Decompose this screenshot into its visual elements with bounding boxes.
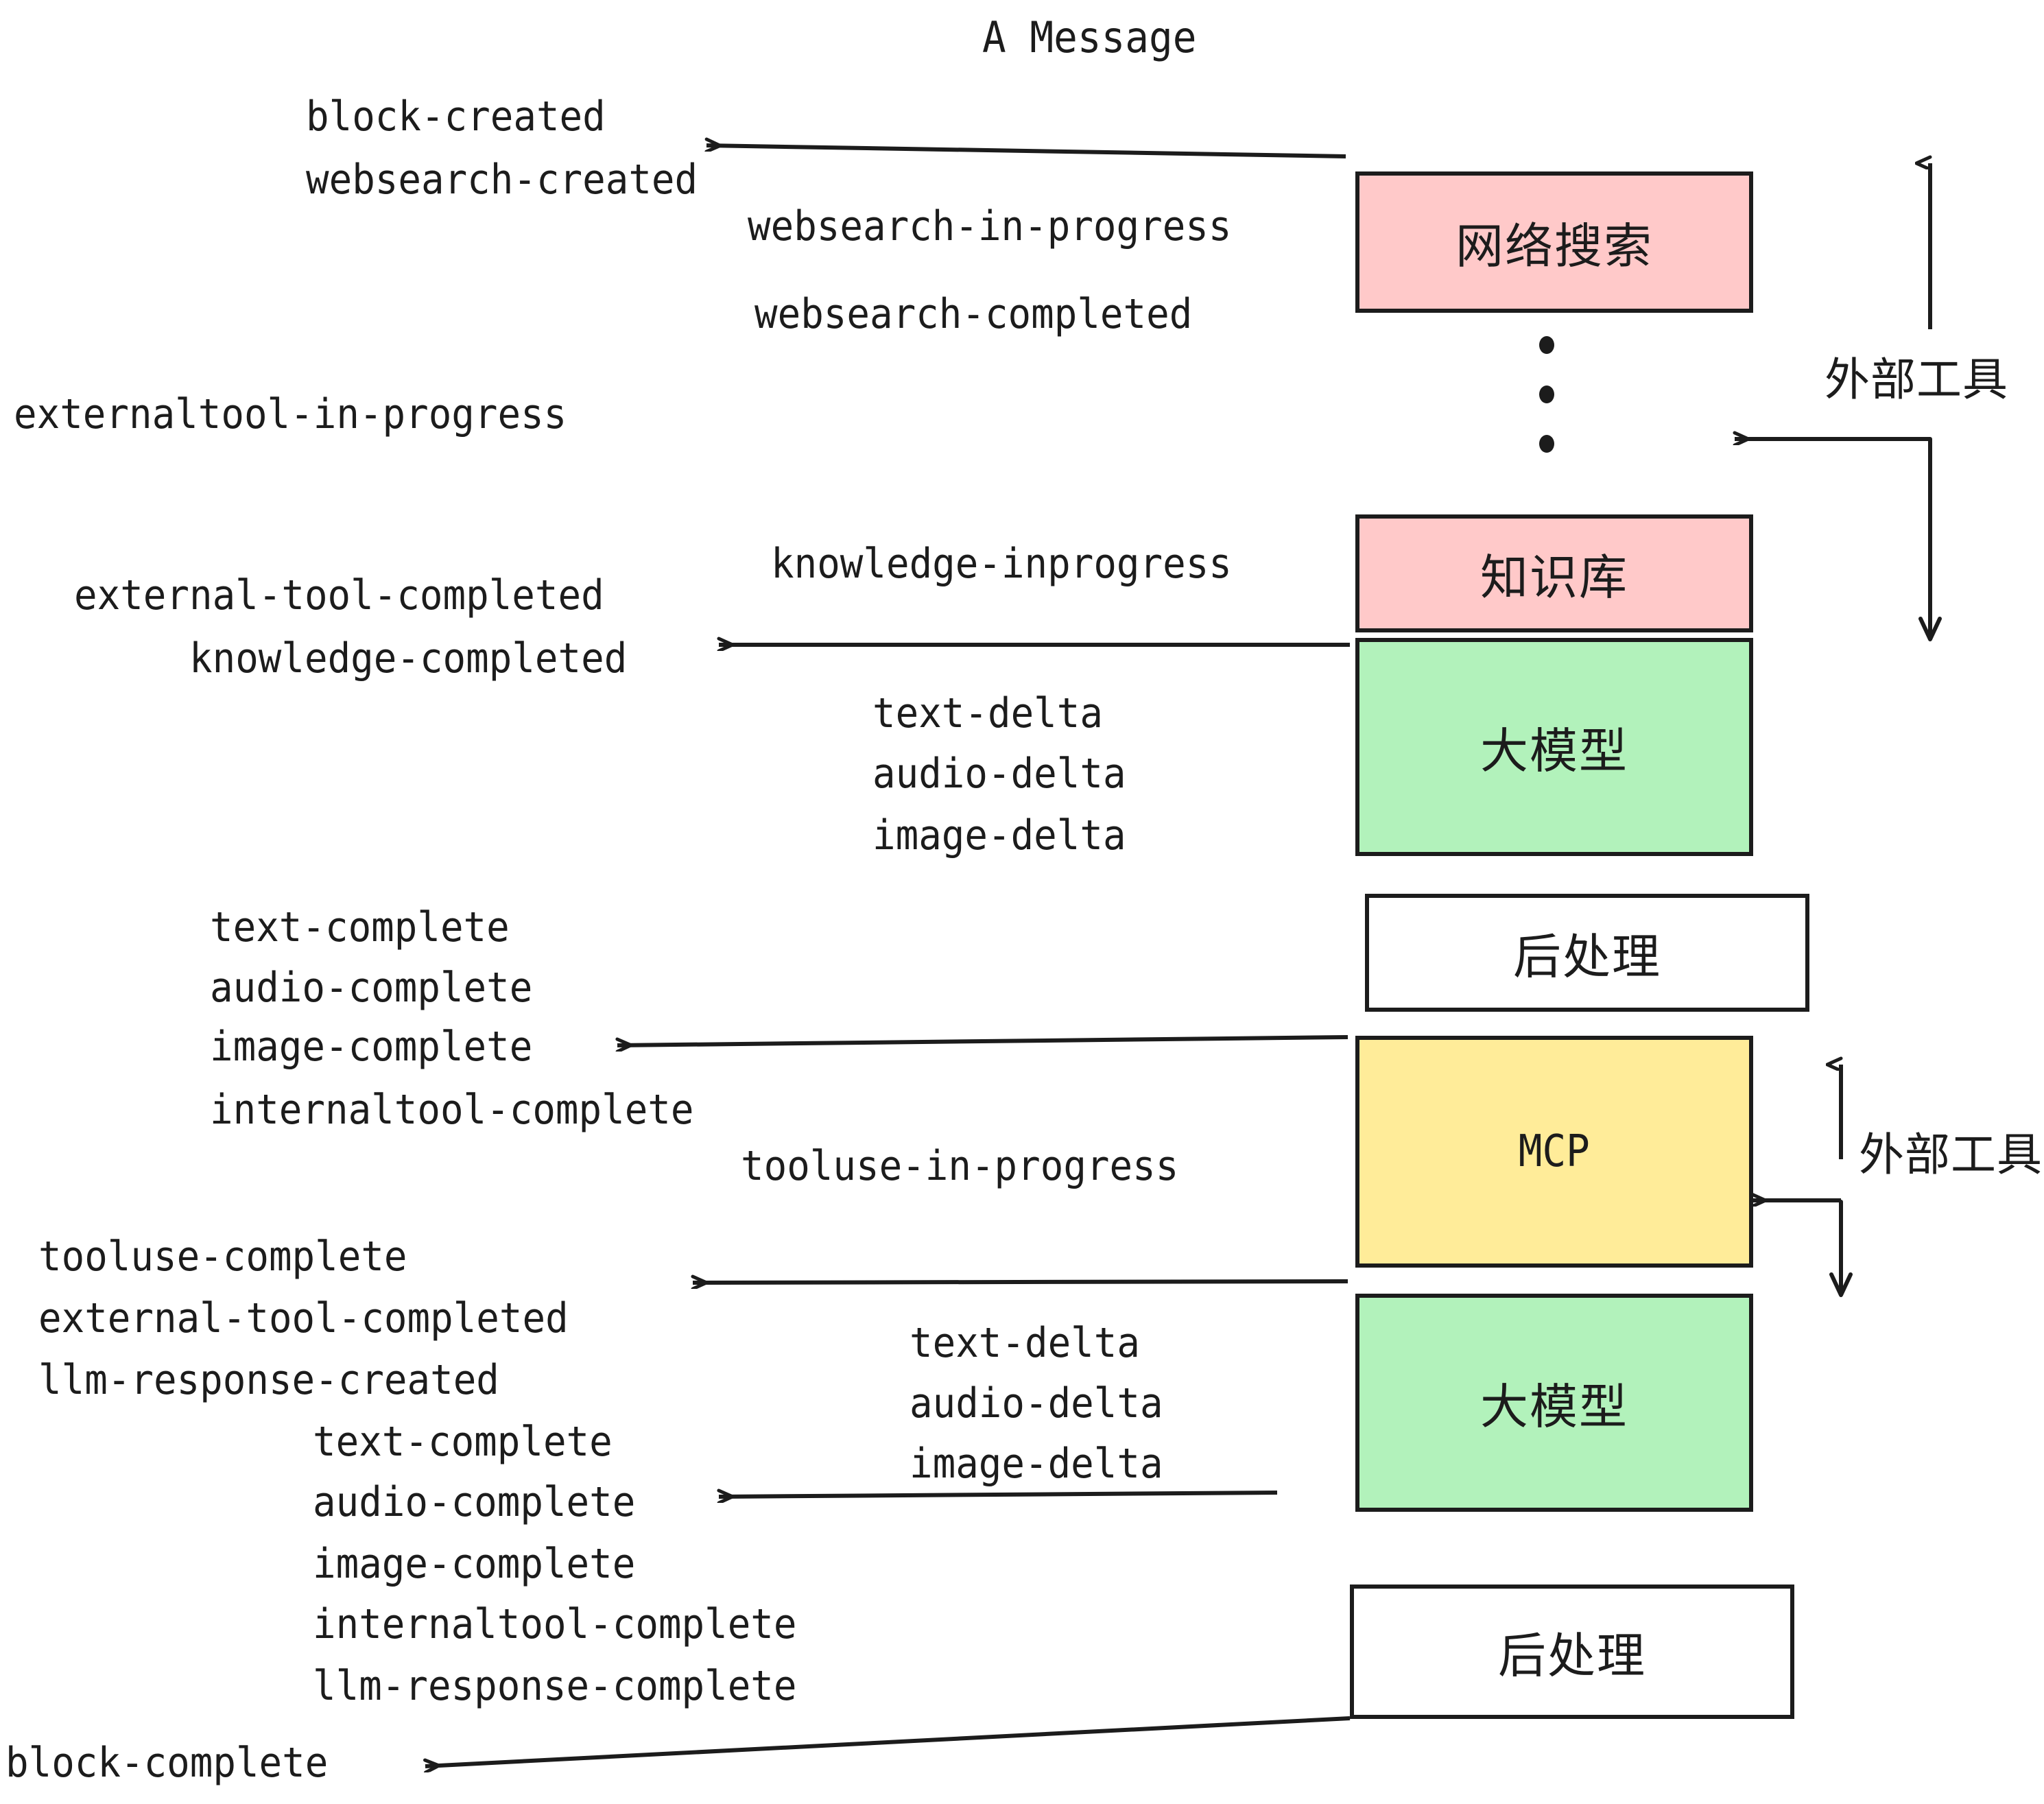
- event-image-complete-1: image-complete: [210, 1023, 533, 1071]
- event-image-delta-1: image-delta: [872, 811, 1126, 859]
- arrow-postprocess-to-block-complete: [425, 1716, 1351, 1766]
- side-label-external-tools-top: 外部工具: [1825, 353, 2008, 406]
- arrow-mcp-to-tooluse-complete: [693, 1281, 1348, 1283]
- event-internaltool-complete-2: internaltool-complete: [313, 1600, 797, 1648]
- box-postprocess-bottom-label: 后处理: [1498, 1627, 1646, 1684]
- event-knowledge-completed: knowledge-completed: [189, 634, 628, 683]
- side-label-external-tools-bottom: 外部工具: [1859, 1128, 2043, 1181]
- event-text-complete-2: text-complete: [313, 1418, 613, 1466]
- arrow-postprocess-to-image-complete: [617, 1035, 1348, 1045]
- event-audio-delta-2: audio-delta: [910, 1379, 1163, 1427]
- arrow-websearch-to-created: [706, 145, 1346, 158]
- event-llm-response-complete: llm-response-complete: [313, 1662, 797, 1710]
- dot-3: [1539, 435, 1554, 453]
- event-externaltool-in-progress: externaltool-in-progress: [14, 390, 567, 438]
- box-postprocess-top-label: 后处理: [1513, 928, 1661, 985]
- event-audio-delta-1: audio-delta: [872, 750, 1126, 798]
- event-external-tool-completed-2: external-tool-completed: [38, 1294, 569, 1342]
- box-postprocess-bottom[interactable]: 后处理: [1350, 1585, 1794, 1719]
- box-llm-top[interactable]: 大模型: [1355, 638, 1753, 856]
- dot-1: [1539, 336, 1554, 354]
- event-text-delta-1: text-delta: [872, 689, 1103, 737]
- box-postprocess-top[interactable]: 后处理: [1365, 894, 1809, 1012]
- event-block-complete: block-complete: [5, 1739, 329, 1787]
- event-internaltool-complete-1: internaltool-complete: [210, 1086, 694, 1134]
- dot-2: [1539, 385, 1554, 403]
- box-websearch-label: 网络搜索: [1455, 217, 1653, 274]
- box-llm-bottom-label: 大模型: [1480, 1378, 1628, 1435]
- box-llm-top-label: 大模型: [1480, 722, 1628, 779]
- page-title: A Message: [982, 12, 1197, 62]
- external-tools-bottom-down-arrow: [1829, 1200, 1853, 1297]
- event-llm-response-created: llm-response-created: [38, 1356, 499, 1404]
- event-tooluse-complete: tooluse-complete: [38, 1233, 407, 1281]
- box-knowledge-label: 知识库: [1480, 549, 1628, 606]
- arrow-llm-to-audio-complete: [719, 1493, 1278, 1497]
- box-mcp[interactable]: MCP: [1355, 1036, 1753, 1268]
- event-text-complete-1: text-complete: [210, 903, 510, 951]
- event-text-delta-2: text-delta: [910, 1319, 1140, 1367]
- event-websearch-completed: websearch-completed: [754, 290, 1193, 338]
- box-llm-bottom[interactable]: 大模型: [1355, 1294, 1753, 1512]
- event-image-delta-2: image-delta: [910, 1440, 1163, 1488]
- event-external-tool-completed-1: external-tool-completed: [74, 571, 604, 619]
- event-websearch-in-progress: websearch-in-progress: [748, 202, 1232, 250]
- event-knowledge-inprogress: knowledge-inprogress: [771, 540, 1232, 588]
- event-audio-complete-1: audio-complete: [210, 964, 533, 1012]
- box-mcp-label: MCP: [1518, 1126, 1591, 1177]
- event-image-complete-2: image-complete: [313, 1540, 636, 1588]
- box-websearch[interactable]: 网络搜索: [1355, 171, 1753, 313]
- vertical-ellipsis: [1539, 336, 1554, 484]
- event-block-created: block-created: [306, 93, 606, 141]
- event-websearch-created: websearch-created: [306, 156, 698, 204]
- box-knowledge[interactable]: 知识库: [1355, 514, 1753, 632]
- event-tooluse-in-progress: tooluse-in-progress: [741, 1142, 1179, 1190]
- external-tools-top-down-arrow: [1918, 437, 1942, 641]
- event-audio-complete-2: audio-complete: [313, 1478, 636, 1526]
